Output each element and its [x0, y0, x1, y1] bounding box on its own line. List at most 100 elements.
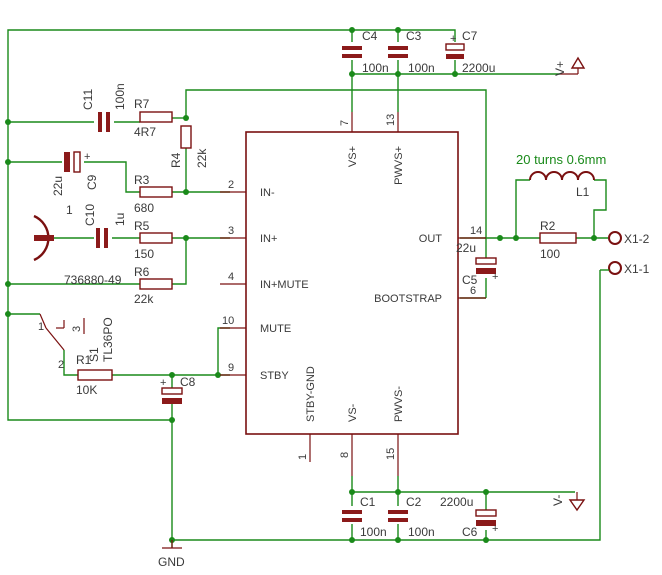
c8-name: C8	[180, 375, 196, 389]
resistor-r2: R2 100	[539, 219, 577, 261]
gnd-label: GND	[158, 555, 185, 569]
c1-name: C1	[360, 495, 376, 509]
pin-label-vs-minus: VS-	[347, 403, 359, 422]
c10-value: 1u	[113, 213, 127, 226]
resistor-r5: R5 150	[134, 219, 173, 261]
vplus-label: V+	[553, 61, 567, 76]
c3-name: C3	[406, 29, 422, 43]
c9-value: 22u	[51, 176, 65, 196]
c9-name: C9	[85, 174, 99, 190]
l1-note: 20 turns 0.6mm	[516, 152, 606, 167]
jack-part: 736880-49	[64, 273, 122, 287]
r7-value: 4R7	[134, 125, 156, 139]
resistor-r4: R4 22k	[169, 125, 209, 168]
c11-value: 100n	[113, 83, 127, 110]
pin-num-2: 2	[228, 179, 234, 191]
ground-symbol: GND	[158, 540, 185, 569]
x1-1-label: X1-1	[624, 262, 650, 276]
c1-value: 100n	[360, 525, 387, 539]
pin-num-8: 8	[339, 452, 351, 458]
c3-value: 100n	[408, 61, 435, 75]
pin-label-pwvs-minus: PWVS-	[393, 386, 405, 422]
s1-pin2: 2	[58, 359, 64, 371]
connector-x1-2: X1-2	[608, 231, 650, 246]
capacitor-c6: + 2200u C6	[440, 495, 498, 539]
pin-num-10: 10	[222, 315, 234, 327]
pin-num-4: 4	[228, 271, 234, 283]
x1-2-label: X1-2	[624, 232, 650, 246]
pin-label-vs-plus: VS+	[347, 146, 359, 167]
c6-name: C6	[462, 525, 478, 539]
pin-label-stby: STBY	[260, 370, 289, 382]
r1-value: 10K	[76, 383, 97, 397]
capacitor-c8: + C8	[160, 375, 196, 404]
capacitor-c4: C4 100n	[342, 29, 389, 75]
switch-s1: 1 3 2 S1 TL36PO	[38, 313, 115, 371]
capacitor-c3: C3 100n	[388, 29, 435, 75]
l1-name: L1	[576, 185, 590, 199]
pin-num-15: 15	[385, 448, 397, 460]
amplifier-ic: IN- 2 IN+ 3 IN+MUTE 4 MUTE 10 STBY 9 OUT…	[220, 112, 486, 476]
jack-pin: 1	[66, 203, 73, 217]
r5-value: 150	[134, 247, 154, 261]
s1-pin3: 3	[71, 326, 83, 332]
resistor-r6: R6 22k	[134, 265, 173, 306]
c7-plus-sign: +	[450, 33, 456, 45]
c7-name: C7	[462, 29, 478, 43]
c2-value: 100n	[408, 525, 435, 539]
c11-name: C11	[81, 89, 95, 110]
pin-num-9: 9	[228, 362, 234, 374]
vminus-supply: V-	[551, 492, 586, 512]
capacitor-c5: + 22u C5	[456, 241, 498, 287]
r3-value: 680	[134, 201, 154, 215]
r6-name: R6	[134, 265, 150, 279]
resistor-r1: R1 10K	[76, 353, 113, 397]
pin-label-out: OUT	[419, 233, 443, 245]
c5-name: C5	[462, 273, 478, 287]
resistor-r3: R3 680	[134, 173, 173, 215]
pin-num-1: 1	[297, 454, 309, 460]
pin-label-pwvs-plus: PWVS+	[393, 146, 405, 185]
connector-x1-1: X1-1	[600, 261, 650, 276]
vminus-label: V-	[551, 495, 565, 506]
c5-plus-sign: +	[492, 271, 498, 283]
pin-num-14: 14	[470, 225, 482, 237]
c7-value: 2200u	[462, 61, 495, 75]
audio-jack: 1 736880-49	[33, 203, 122, 287]
c2-name: C2	[406, 495, 422, 509]
c4-name: C4	[362, 29, 378, 43]
pin-num-13: 13	[385, 114, 397, 126]
capacitor-c9: + 22u C9	[51, 151, 99, 196]
s1-part: TL36PO	[101, 317, 115, 362]
pin-num-3: 3	[228, 225, 234, 237]
r5-name: R5	[134, 219, 150, 233]
capacitor-c10: C10 1u	[83, 204, 127, 248]
r4-name: R4	[169, 152, 183, 168]
pin-num-6: 6	[470, 285, 476, 297]
capacitor-c7: + C7 2200u	[445, 29, 495, 75]
s1-name: S1	[87, 347, 101, 362]
vplus-supply: V+	[553, 56, 586, 76]
c8-plus-sign: +	[160, 377, 166, 389]
capacitor-c1: C1 100n	[342, 495, 387, 539]
junctions	[5, 27, 597, 543]
pin-label-bootstrap: BOOTSTRAP	[374, 293, 442, 305]
c5-value: 22u	[456, 241, 476, 255]
capacitor-c2: C2 100n	[388, 495, 435, 539]
c10-name: C10	[83, 204, 97, 226]
inductor-l1: L1 20 turns 0.6mm	[516, 152, 606, 199]
r3-name: R3	[134, 173, 150, 187]
pin-label-mute: MUTE	[260, 323, 291, 335]
capacitor-c11: C11 100n	[81, 83, 127, 132]
pin-num-7: 7	[339, 120, 351, 126]
c6-plus-sign: +	[492, 523, 498, 535]
c4-value: 100n	[362, 61, 389, 75]
pin-label-in-plus-mute: IN+MUTE	[260, 279, 309, 291]
s1-pin1: 1	[38, 321, 44, 333]
r2-value: 100	[540, 247, 560, 261]
r4-value: 22k	[195, 148, 209, 168]
pin-label-in-minus: IN-	[260, 187, 275, 199]
r2-name: R2	[540, 219, 556, 233]
c6-value: 2200u	[440, 495, 473, 509]
